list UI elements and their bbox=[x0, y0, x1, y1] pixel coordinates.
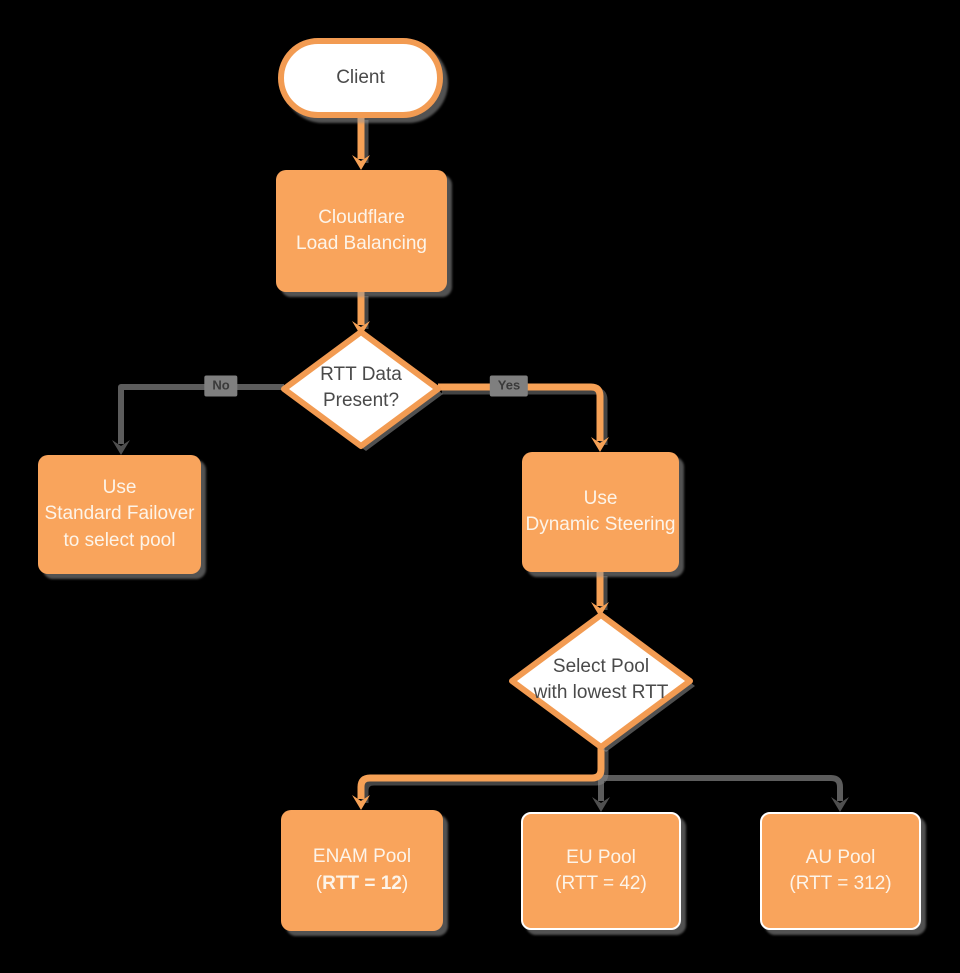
pool-rtt-value: RTT = 42 bbox=[561, 873, 641, 894]
arrowhead-into-failover bbox=[112, 440, 130, 455]
pool-rtt-line: (RTT = 42) bbox=[555, 871, 647, 897]
node-label-line: Standard Failover bbox=[44, 503, 195, 525]
pool-rtt-paren: ) bbox=[640, 873, 647, 894]
node-label-line: Use bbox=[583, 487, 618, 509]
node-use-standard-failover: Use Standard Failover to select pool bbox=[38, 455, 201, 574]
edge-label-no: No bbox=[204, 375, 238, 397]
decision-label-line: RTT Data bbox=[320, 363, 402, 385]
edge-selectpool-to-enam bbox=[357, 746, 605, 799]
node-label: Use Standard Failover to select pool bbox=[45, 475, 195, 554]
pool-rtt-paren: ) bbox=[401, 872, 409, 894]
node-label: ENAM Pool (RTT = 12) bbox=[313, 844, 411, 896]
decision-select-pool-lowest-rtt bbox=[509, 612, 693, 750]
pool-rtt-paren: ( bbox=[789, 873, 796, 894]
arrowhead-into-enam-pool bbox=[352, 795, 370, 810]
pool-name: ENAM Pool bbox=[312, 846, 412, 868]
pool-rtt-line: (RTT = 312) bbox=[789, 871, 891, 897]
edge-label-yes: Yes bbox=[489, 375, 529, 397]
node-au-pool: AU Pool (RTT = 312) bbox=[760, 812, 921, 930]
node-client-label: Client bbox=[336, 66, 385, 88]
arrowhead-into-steering bbox=[591, 437, 609, 452]
shadow-line bbox=[442, 387, 608, 445]
node-label: EU Pool (RTT = 42) bbox=[555, 845, 647, 897]
pool-rtt-value: RTT = 312 bbox=[795, 873, 886, 894]
orange-connectors bbox=[357, 116, 605, 799]
arrowhead-into-eu-pool bbox=[592, 797, 610, 812]
pool-rtt-paren: ( bbox=[315, 872, 323, 894]
pool-name: AU Pool bbox=[805, 846, 876, 868]
node-cloudflare-load-balancing: Cloudflare Load Balancing bbox=[276, 170, 447, 292]
shadow-line bbox=[361, 750, 609, 803]
pool-rtt-paren: ( bbox=[555, 873, 562, 894]
node-label-line: Use bbox=[102, 477, 137, 499]
arrowhead-into-selectpool bbox=[591, 602, 609, 617]
node-use-dynamic-steering: Use Dynamic Steering bbox=[522, 452, 679, 572]
node-eu-pool: EU Pool (RTT = 42) bbox=[521, 812, 681, 930]
node-label-line: Cloudflare bbox=[318, 206, 405, 228]
node-label: Cloudflare Load Balancing bbox=[296, 205, 427, 257]
pool-rtt-line: (RTT = 12) bbox=[313, 871, 411, 897]
decision-rtt-data-present bbox=[281, 329, 441, 449]
pool-name: EU Pool bbox=[566, 846, 636, 868]
orange-arrowheads bbox=[352, 155, 609, 810]
pool-rtt-value: RTT = 12 bbox=[322, 872, 402, 894]
node-label: Use Dynamic Steering bbox=[526, 486, 676, 538]
decision-label-line: Select Pool bbox=[552, 655, 650, 677]
edge-rtt-yes-to-steering bbox=[438, 383, 604, 441]
arrowhead-into-au-pool bbox=[831, 797, 849, 812]
node-enam-pool: ENAM Pool (RTT = 12) bbox=[281, 810, 443, 931]
pool-rtt-paren: ) bbox=[885, 873, 892, 894]
edge-selectpool-to-au bbox=[601, 775, 843, 801]
node-client: Client bbox=[278, 38, 443, 118]
decision-rtt-data-label: RTT Data Present? bbox=[320, 362, 402, 414]
node-label: AU Pool (RTT = 312) bbox=[789, 845, 891, 897]
arrowhead-into-loadbalancer bbox=[352, 155, 370, 170]
node-label-line: Dynamic Steering bbox=[525, 514, 676, 535]
node-label-line: Load Balancing bbox=[296, 233, 427, 254]
node-label-line: to select pool bbox=[63, 529, 176, 551]
arrowhead-into-rtt-decision bbox=[352, 321, 370, 336]
decision-select-pool-label: Select Pool with lowest RTT bbox=[534, 654, 669, 706]
decision-label-line: with lowest RTT bbox=[533, 682, 669, 703]
edge-rtt-no-to-failover bbox=[118, 384, 284, 444]
decision-label-line: Present? bbox=[322, 390, 400, 411]
